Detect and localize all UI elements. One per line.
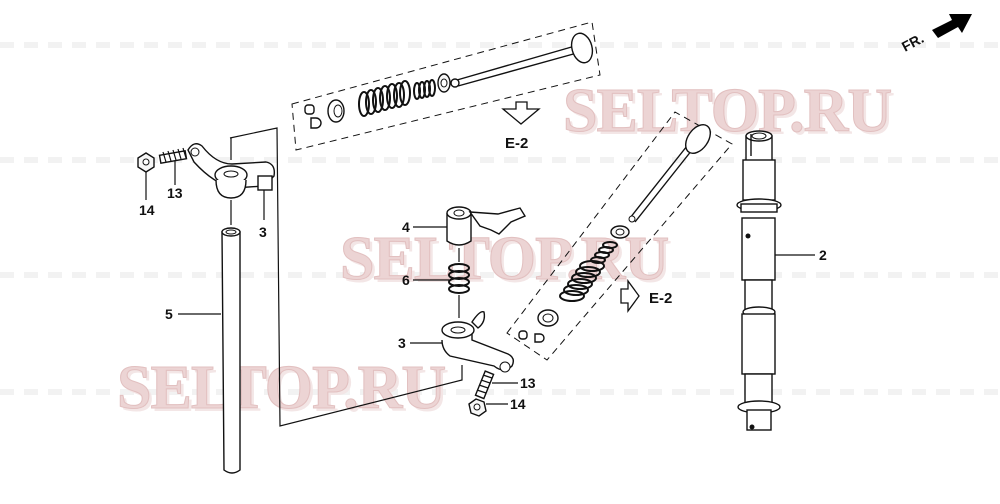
pushrod xyxy=(221,227,241,474)
rocker-arm-upper xyxy=(187,143,276,199)
upper-valve-group xyxy=(291,21,601,151)
valve-cotter-lower-b xyxy=(534,333,545,343)
lock-nut-upper xyxy=(137,152,155,173)
svg-text:SELTOP.RU: SELTOP.RU xyxy=(563,77,891,145)
inner-spring-upper xyxy=(413,79,436,100)
rocker-spring xyxy=(448,263,470,294)
lock-nut-lower xyxy=(468,398,487,417)
callout-3-lower: 3 xyxy=(398,335,406,351)
watermark-top: SELTOP.RU SELTOP.RU xyxy=(563,77,896,149)
svg-text:SELTOP.RU: SELTOP.RU xyxy=(120,357,448,425)
callout-14-upper: 14 xyxy=(139,202,155,218)
callout-14-lower: 14 xyxy=(510,396,526,412)
adjusting-screw-upper xyxy=(158,147,188,165)
callout-4: 4 xyxy=(402,219,410,235)
valve-cotter-upper-b xyxy=(310,117,322,129)
assembly-bracket-line xyxy=(229,127,463,427)
callout-13-lower: 13 xyxy=(520,375,536,391)
callout-5: 5 xyxy=(165,306,173,322)
svg-text:SELTOP.RU: SELTOP.RU xyxy=(343,228,671,296)
hollow-arrow-right-icon xyxy=(620,279,640,313)
reference-label-middle: E-2 xyxy=(649,290,672,307)
hollow-arrow-down-icon xyxy=(501,101,541,125)
valve-cotter-upper-a xyxy=(304,104,315,115)
outer-spring-upper xyxy=(358,80,411,117)
lower-valve-group xyxy=(506,111,733,361)
watermark-bottom: SELTOP.RU SELTOP.RU xyxy=(117,354,450,426)
front-direction-indicator: FR. xyxy=(899,14,972,55)
valve-cotter-lower-a xyxy=(518,330,528,340)
svg-text:SELTOP.RU: SELTOP.RU xyxy=(566,80,894,148)
reference-label-top: E-2 xyxy=(505,135,528,152)
reference-e2-top: E-2 xyxy=(501,101,541,152)
valve-upper xyxy=(450,32,594,88)
inner-spring-lower xyxy=(590,241,618,264)
callout-6: 6 xyxy=(402,272,410,288)
callout-2: 2 xyxy=(819,247,827,263)
valve-lower xyxy=(628,123,712,223)
callout-3-upper: 3 xyxy=(259,224,267,240)
camshaft xyxy=(736,130,782,431)
adjusting-screw-lower xyxy=(474,370,495,400)
outer-spring-lower xyxy=(559,260,605,302)
svg-text:SELTOP.RU: SELTOP.RU xyxy=(117,354,445,422)
callout-13-upper: 13 xyxy=(167,185,183,201)
front-label: FR. xyxy=(899,30,926,55)
front-direction-arrow-icon xyxy=(932,14,972,38)
reference-e2-middle: E-2 xyxy=(620,279,672,313)
rocker-arm-lifter xyxy=(446,206,527,246)
rocker-arm-lower xyxy=(441,311,515,373)
